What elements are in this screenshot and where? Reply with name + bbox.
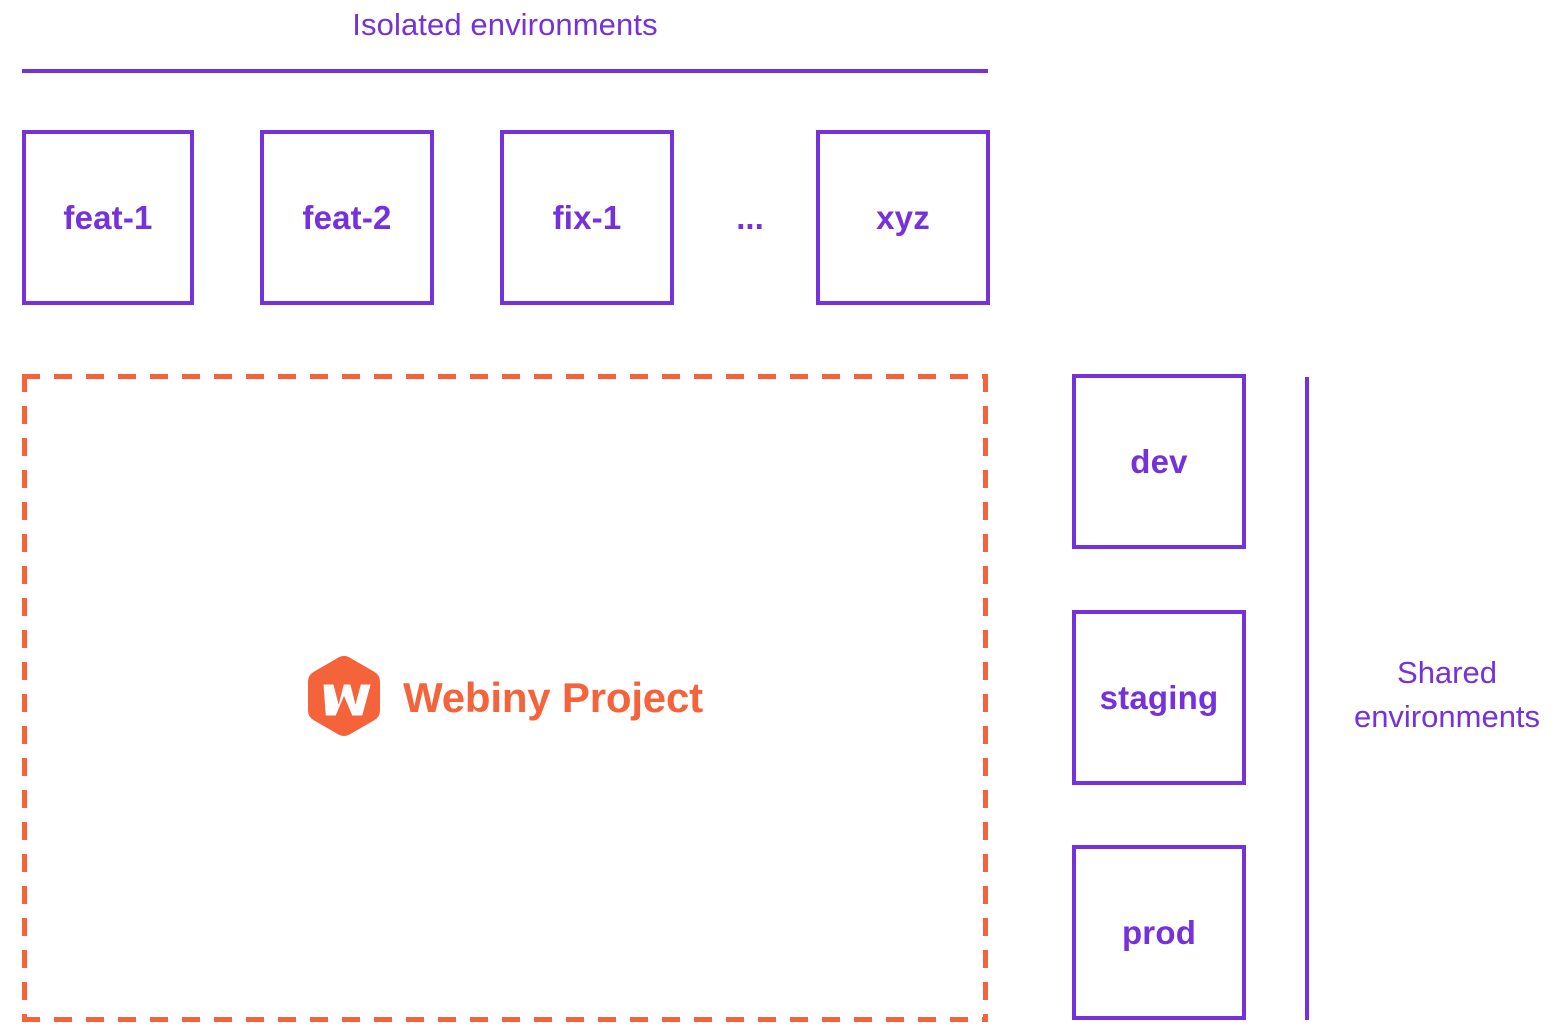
shared-env-box-staging[interactable]: staging <box>1072 610 1246 785</box>
shared-env-box-prod[interactable]: prod <box>1072 845 1246 1020</box>
isolated-env-box-feat-2[interactable]: feat-2 <box>260 130 434 305</box>
isolated-env-label: feat-1 <box>63 199 153 236</box>
isolated-env-box-feat-1[interactable]: feat-1 <box>22 130 194 305</box>
isolated-environments-divider <box>22 69 988 73</box>
shared-environments-divider <box>1305 377 1309 1020</box>
isolated-env-box-fix-1[interactable]: fix-1 <box>500 130 674 305</box>
isolated-environments-title: Isolated environments <box>352 7 658 42</box>
shared-env-label: staging <box>1099 679 1219 716</box>
shared-environments-caption: Shared environments <box>1330 651 1564 739</box>
isolated-env-label: feat-2 <box>302 199 392 236</box>
isolated-env-box-xyz[interactable]: xyz <box>816 130 990 305</box>
isolated-env-label: xyz <box>876 199 930 236</box>
shared-caption-line-1: Shared <box>1397 655 1497 690</box>
webiny-hexagon-logo-icon <box>307 656 381 740</box>
webiny-project-brand: Webiny Project <box>22 374 988 1022</box>
isolated-env-label: fix-1 <box>552 199 622 236</box>
webiny-project-title: Webiny Project <box>403 674 703 721</box>
isolated-env-ellipsis: ... <box>736 199 764 236</box>
shared-env-box-dev[interactable]: dev <box>1072 374 1246 549</box>
shared-env-label: dev <box>1130 443 1188 480</box>
shared-caption-line-2: environments <box>1353 699 1541 734</box>
webiny-project-container: Webiny Project <box>22 374 988 1022</box>
shared-env-label: prod <box>1121 914 1197 951</box>
